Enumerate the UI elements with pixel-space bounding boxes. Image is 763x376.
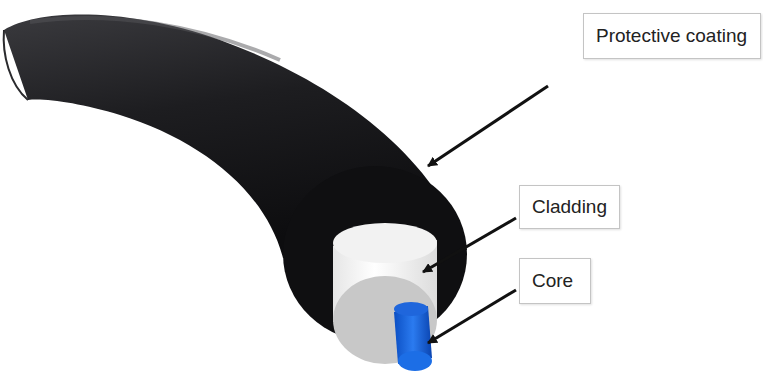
label-box: Core <box>519 258 591 304</box>
cladding-end-face <box>333 276 437 364</box>
leader-arrow <box>423 218 516 272</box>
part-label: Cladding <box>532 196 619 218</box>
leader-arrow <box>428 86 548 166</box>
part-label: Protective coating <box>596 25 760 47</box>
leader-arrow <box>428 290 516 343</box>
label-box: Protective coating <box>583 13 761 59</box>
label-box: Cladding <box>519 185 620 229</box>
core-end-face <box>398 351 432 371</box>
part-label: Core <box>532 270 590 292</box>
